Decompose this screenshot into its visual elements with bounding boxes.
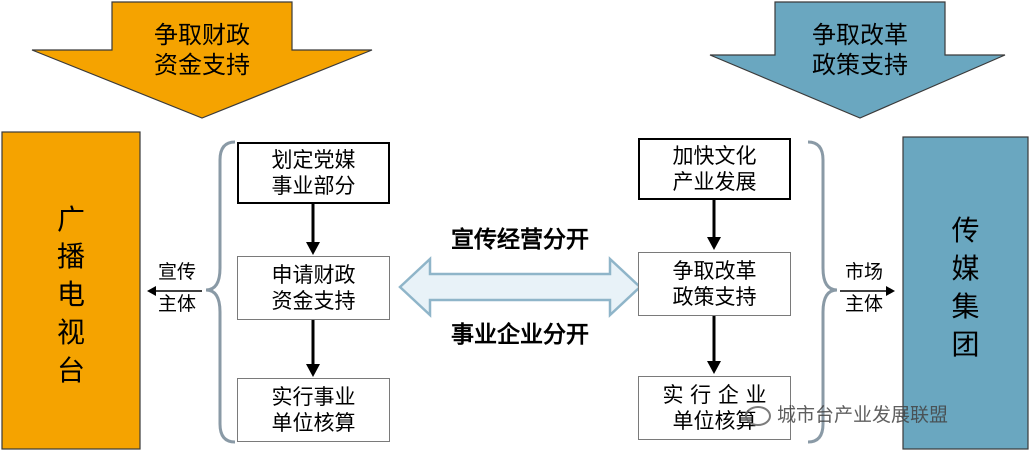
right-flow-box-2: 争取改革 政策支持 — [638, 252, 791, 316]
right-brace — [807, 140, 838, 444]
left-flow-box-2: 申请财政 资金支持 — [237, 256, 390, 320]
left-flow-box-3: 实行事业 单位核算 — [237, 378, 390, 442]
top-right-arrow-label: 争取改革 政策支持 — [812, 21, 908, 79]
right-panel-label: 传 媒 集 团 — [951, 214, 980, 360]
right-subject-label: 市场 主体 — [844, 261, 883, 316]
top-right-down-arrow — [709, 1, 1006, 119]
right-label-arrowhead — [886, 286, 895, 296]
right-panel-rect — [902, 136, 1029, 450]
left-panel-label: 广 播 电 视 台 — [56, 202, 85, 387]
left-flow-arrowhead-1 — [306, 242, 320, 255]
left-flow-box-1: 划定党媒 事业部分 — [237, 142, 390, 204]
left-panel-rect — [1, 131, 141, 450]
right-flow-arrowhead-2 — [707, 361, 721, 374]
right-flow-arrowhead-1 — [707, 237, 721, 250]
center-top-label: 宣传经营分开 — [451, 227, 589, 253]
center-double-arrow — [398, 256, 642, 318]
center-bottom-label: 事业企业分开 — [451, 322, 589, 348]
wechat-logo-icon — [745, 405, 771, 426]
left-flow-arrowhead-2 — [306, 364, 320, 377]
top-left-down-arrow — [31, 1, 373, 119]
top-left-arrow-label: 争取财政 资金支持 — [154, 21, 250, 79]
watermark-text: 城市台产业发展联盟 — [777, 404, 949, 426]
left-label-arrowhead — [147, 286, 156, 296]
left-subject-label: 宣传 主体 — [157, 261, 196, 316]
right-flow-box-1: 加快文化 产业发展 — [638, 138, 791, 200]
left-brace — [205, 140, 236, 444]
watermark: 城市台产业发展联盟 — [745, 400, 948, 427]
